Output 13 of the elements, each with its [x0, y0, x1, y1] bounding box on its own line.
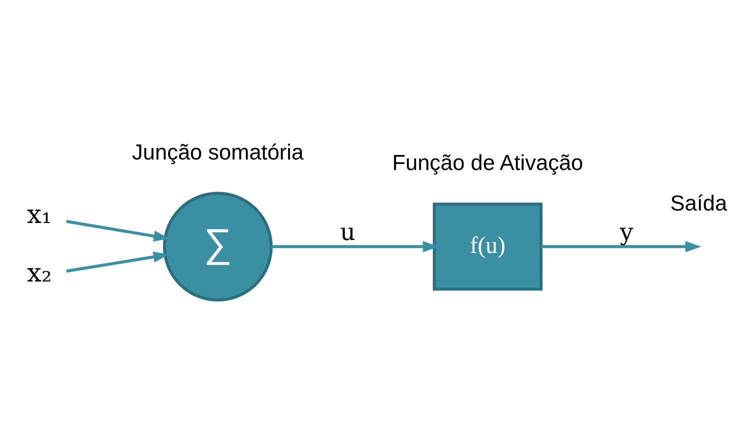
arrow	[271, 240, 439, 252]
arrow	[66, 219, 170, 242]
arrow	[66, 250, 170, 272]
node-box: f(u)	[432, 202, 543, 290]
node-circle: ∑	[162, 191, 273, 302]
label: Saída	[670, 190, 728, 216]
edge-label: y	[620, 217, 634, 246]
arrow	[541, 240, 702, 252]
edge-label: u	[340, 217, 356, 246]
node-text: x₂	[26, 258, 52, 288]
node-text: x₁	[26, 200, 52, 230]
node-label: Função de Ativação	[392, 150, 584, 175]
node-label: Junção somatória	[132, 138, 304, 164]
